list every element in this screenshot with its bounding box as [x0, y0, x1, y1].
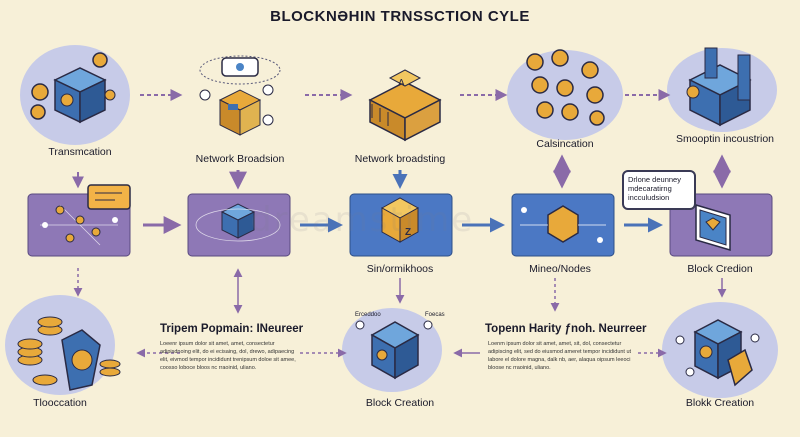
- coin-grid-icon: [526, 49, 605, 126]
- callout-bubble: Drlone deunney mdecaratirng incculudsion: [622, 170, 696, 210]
- label-block-creation-3: Blokk Creation: [685, 397, 755, 409]
- cube-with-coins-icon: [30, 52, 116, 124]
- label-e1: Erceddoo: [355, 312, 381, 318]
- label-tloocation: Tlooccation: [33, 397, 87, 409]
- network-cube-icon: [195, 203, 281, 242]
- network-nodes-icon: [40, 204, 118, 246]
- text-block-left-body: Loeenr ipsum dolor sit amet, amet, conse…: [160, 341, 296, 371]
- text-block-right-body: Loenm ipsum dolor sit amet, amet, sit, d…: [488, 341, 632, 371]
- label-e2: Foecas: [425, 312, 445, 318]
- coin-stacks-icon: [17, 316, 121, 391]
- label-block-creation-2: Block Creation: [365, 397, 435, 409]
- label-block-creation-1: Block Credion: [687, 263, 753, 275]
- label-transaction: Transmcation: [48, 146, 112, 158]
- hexagon-chip-icon: [520, 205, 606, 243]
- factory-blocks-icon: [686, 47, 752, 127]
- cube-coins-icon: [355, 320, 433, 380]
- svg-text:Z: Z: [405, 227, 411, 238]
- label-smoopting: Smooptin incoustrion: [675, 133, 775, 145]
- svg-text:A: A: [398, 78, 405, 89]
- page-title: BLOCKNƏHIN TRNSSCTION CYLE: [270, 8, 530, 25]
- blue-cube-icon: Z: [380, 197, 420, 243]
- label-network-broadcast: Network Broadsion: [195, 153, 285, 165]
- cpu-chip-icon: A: [368, 69, 442, 142]
- label-miners: Mineo/Nodes: [529, 263, 591, 275]
- watermark: dreamstime: [250, 200, 475, 240]
- cube-coins-icon-2: [675, 319, 760, 387]
- block-frame-icon: [695, 203, 731, 252]
- chat-bubble-icon: [87, 184, 131, 210]
- text-block-right-heading: Topenn Harity ƒnoh. Neurreer: [485, 323, 647, 335]
- label-synchro: Sin/ormikhoos: [366, 263, 434, 275]
- text-block-left-heading: Tripem Popmain: INeureer: [160, 323, 304, 335]
- label-calsincation: Calsincation: [536, 138, 594, 150]
- server-network-icon: [199, 55, 281, 136]
- label-network-broadcasting: Network broadsting: [354, 153, 446, 165]
